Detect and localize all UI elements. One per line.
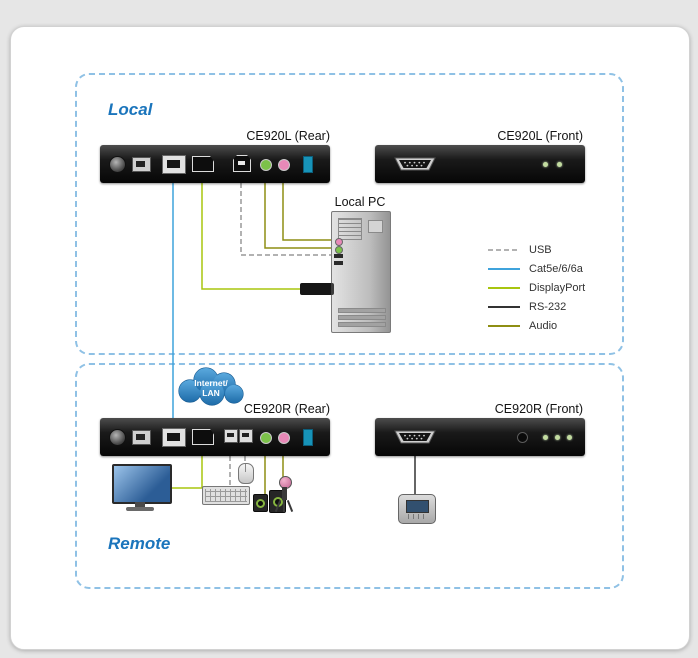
ce920l-rear-panel bbox=[100, 145, 330, 183]
legend-item-displayport: DisplayPort bbox=[488, 278, 585, 297]
speaker-left-icon bbox=[253, 494, 268, 512]
legend-item-rs232: RS-232 bbox=[488, 297, 585, 316]
legend-item-usb: USB bbox=[488, 240, 585, 259]
displayport-port-icon bbox=[192, 429, 214, 445]
ce920r-front-panel bbox=[375, 418, 585, 456]
led-indicator bbox=[543, 162, 548, 167]
led-indicator bbox=[567, 435, 572, 440]
legend-label: Cat5e/6/6a bbox=[529, 262, 583, 275]
usb-b-pin bbox=[238, 161, 245, 165]
monitor-base bbox=[126, 507, 154, 511]
rj45-slot bbox=[136, 434, 145, 440]
db9-serial-connector-icon bbox=[394, 430, 436, 444]
legend-swatch-displayport bbox=[488, 286, 520, 289]
audio-jack-pink-icon bbox=[278, 432, 290, 444]
usb-a-slot bbox=[227, 433, 234, 437]
microphone-leg bbox=[283, 500, 285, 512]
cloud-label-line2: LAN bbox=[202, 388, 219, 398]
keyboard-icon bbox=[202, 486, 250, 505]
ce920r-front-label: CE920R (Front) bbox=[494, 402, 583, 416]
mouse-icon bbox=[238, 463, 254, 484]
link-slot bbox=[167, 160, 180, 168]
legend-label: RS-232 bbox=[529, 300, 567, 313]
usb-a-slot bbox=[242, 433, 249, 437]
diagram-card bbox=[10, 26, 690, 650]
legend-swatch-rs232 bbox=[488, 305, 520, 308]
push-button-icon bbox=[517, 432, 528, 443]
pc-usb-port bbox=[334, 261, 343, 265]
monitor-icon bbox=[112, 464, 172, 504]
serial-device-screen bbox=[406, 500, 429, 513]
legend-label: Audio bbox=[529, 319, 558, 332]
rj45-port-icon bbox=[132, 157, 151, 172]
pc-power-button bbox=[368, 220, 383, 233]
serial-device-icon bbox=[398, 494, 436, 524]
legend-swatch-audio bbox=[488, 324, 520, 327]
pc-drive-bay bbox=[338, 315, 386, 320]
cat5e-link-port-icon bbox=[162, 428, 186, 447]
local-section-box bbox=[75, 73, 624, 355]
internet-lan-cloud-icon: Internet/ LAN bbox=[178, 367, 244, 406]
displayport-plug-icon bbox=[300, 283, 334, 295]
led-indicator bbox=[543, 435, 548, 440]
usb-b-port-icon bbox=[233, 155, 251, 172]
ce920l-front-label: CE920L (Front) bbox=[497, 129, 583, 143]
microphone-body bbox=[282, 487, 287, 500]
local-pc-label: Local PC bbox=[334, 195, 386, 209]
dip-switch-icon bbox=[303, 429, 313, 446]
displayport-port-icon bbox=[192, 156, 214, 172]
pc-tower-icon bbox=[331, 211, 391, 333]
ce920l-front-panel bbox=[375, 145, 585, 183]
dip-switch-icon bbox=[303, 156, 313, 173]
ce920l-rear-label: CE920L (Rear) bbox=[246, 129, 330, 143]
legend-label: USB bbox=[529, 243, 552, 256]
legend-item-audio: Audio bbox=[488, 316, 585, 335]
usb-a-port-icon bbox=[239, 429, 253, 443]
pc-vents bbox=[338, 218, 362, 240]
monitor-stand bbox=[135, 502, 145, 507]
ce920r-rear-panel bbox=[100, 418, 330, 456]
serial-device-keys bbox=[408, 514, 426, 519]
local-section-label: Local bbox=[108, 100, 153, 119]
usb-a-port-icon bbox=[224, 429, 238, 443]
led-indicator bbox=[555, 435, 560, 440]
remote-section-label: Remote bbox=[108, 534, 171, 553]
audio-jack-green-icon bbox=[260, 432, 272, 444]
pc-usb-port bbox=[334, 254, 343, 258]
audio-jack-pink-icon bbox=[278, 159, 290, 171]
remote-section-box bbox=[75, 363, 624, 589]
rj45-port-icon bbox=[132, 430, 151, 445]
led-indicator bbox=[557, 162, 562, 167]
legend-swatch-cat5e bbox=[488, 267, 520, 270]
legend-item-cat5e: Cat5e/6/6a bbox=[488, 259, 585, 278]
pc-audio-green-jack bbox=[335, 246, 343, 254]
audio-jack-green-icon bbox=[260, 159, 272, 171]
speaker-cone bbox=[256, 499, 265, 508]
pc-drive-bay bbox=[338, 322, 386, 327]
legend: USB Cat5e/6/6a DisplayPort RS-232 Audio bbox=[488, 240, 585, 335]
mouse-wheel bbox=[245, 464, 246, 472]
cat5e-link-port-icon bbox=[162, 155, 186, 174]
db9-serial-connector-icon bbox=[394, 157, 436, 171]
rj45-slot bbox=[136, 161, 145, 167]
power-jack-icon bbox=[109, 429, 126, 446]
pc-audio-pink-jack bbox=[335, 238, 343, 246]
ce920r-rear-label: CE920R (Rear) bbox=[243, 402, 330, 416]
cloud-label-line1: Internet/ bbox=[194, 378, 228, 388]
legend-swatch-usb bbox=[488, 248, 520, 251]
link-slot bbox=[167, 433, 180, 441]
pc-drive-bay bbox=[338, 308, 386, 313]
legend-label: DisplayPort bbox=[529, 281, 586, 294]
power-jack-icon bbox=[109, 156, 126, 173]
